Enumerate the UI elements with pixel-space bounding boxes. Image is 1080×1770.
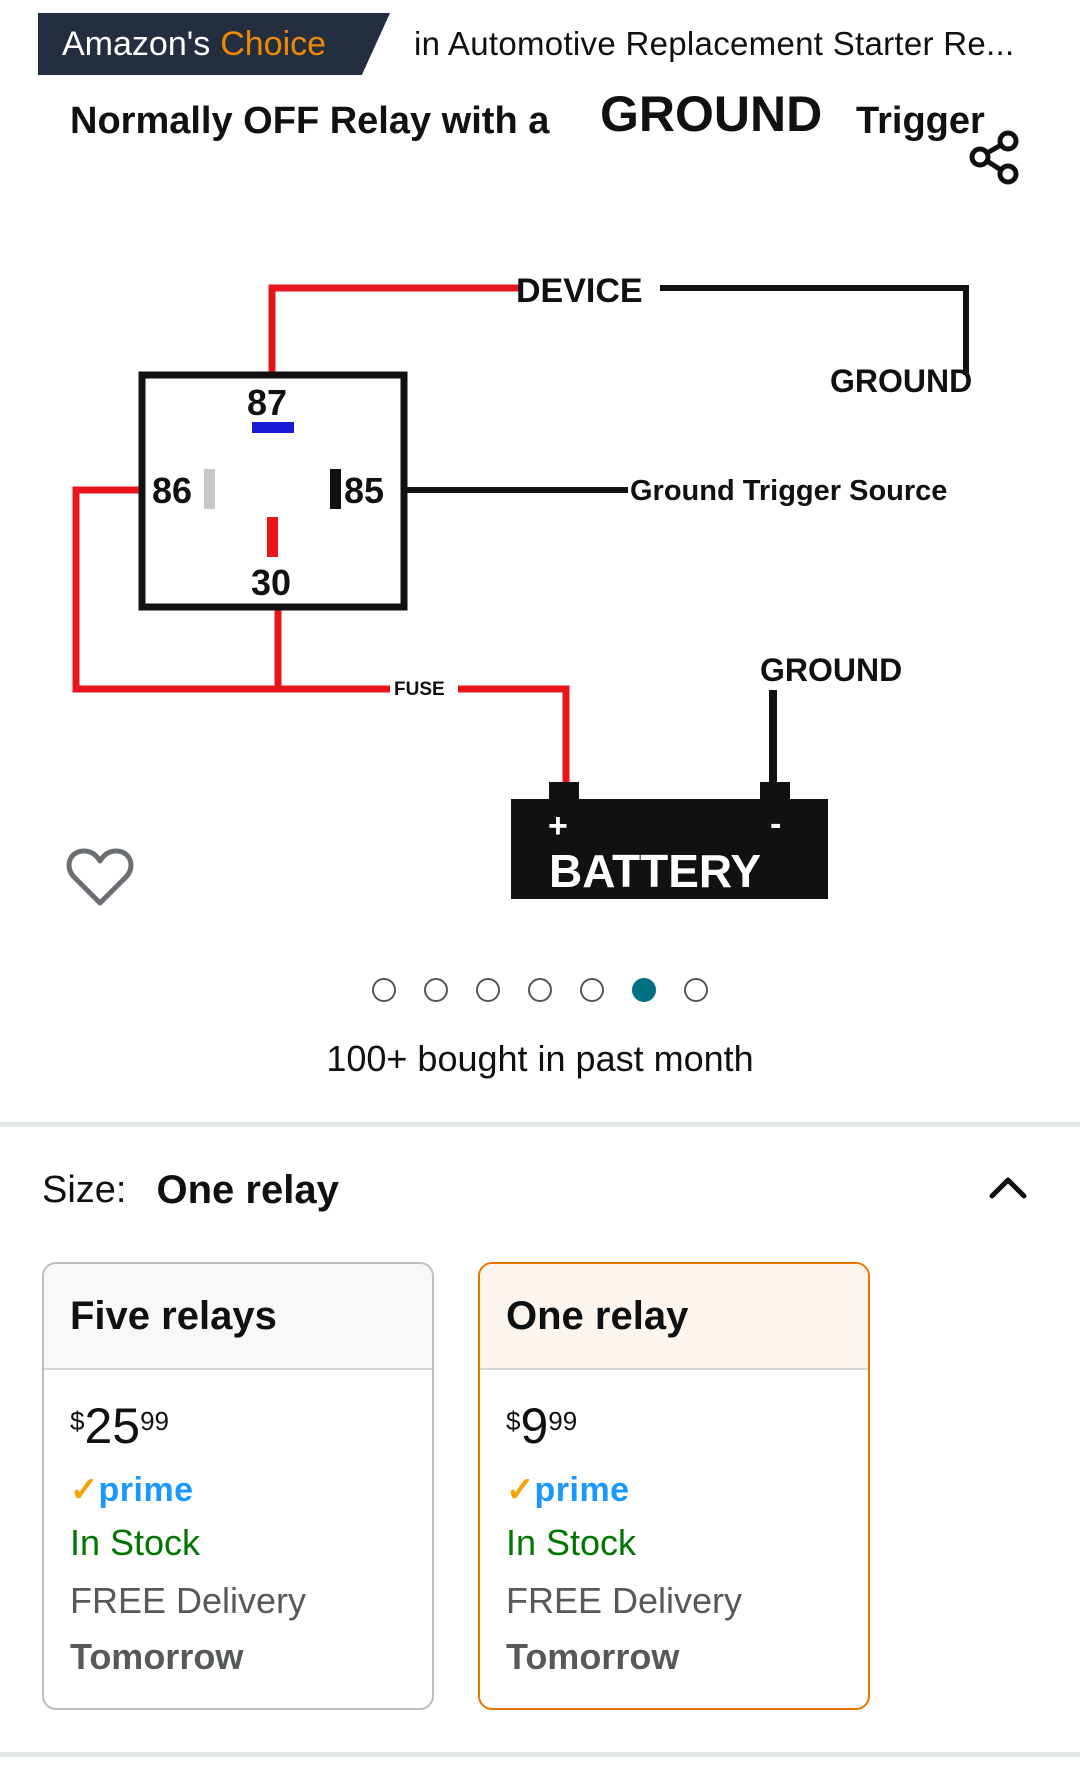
battery-minus-post [760, 782, 790, 800]
product-image[interactable]: Normally OFF Relay with a GROUND Trigger… [0, 85, 1080, 965]
wire-87-to-device [268, 284, 520, 382]
badge-category-link[interactable]: in Automotive Replacement Starter Re... [414, 25, 1015, 62]
relay-box [138, 371, 408, 611]
section-divider [0, 1122, 1080, 1127]
image-carousel-dots [0, 978, 1080, 1002]
heart-icon[interactable] [66, 845, 134, 909]
ground-label-top: GROUND [830, 363, 972, 399]
delivery-text: FREE Delivery [506, 1580, 743, 1621]
amazons-choice-row: Amazon's Choice in Automotive Replacemen… [38, 13, 1048, 75]
carousel-dot[interactable] [528, 978, 552, 1002]
size-option-one-relay[interactable]: One relay $ 9 99 ✓ prime In Stock FREE D… [478, 1262, 870, 1710]
fuse-label: FUSE [394, 679, 445, 700]
pin-85-marker [330, 469, 341, 509]
badge-label-accent: Choice [220, 24, 327, 63]
relay-wiring-diagram: Normally OFF Relay with a GROUND Trigger… [70, 86, 985, 899]
pin-86: 86 [152, 470, 192, 511]
size-label: Size: [42, 1168, 127, 1211]
pin-30: 30 [251, 562, 291, 603]
wire-device-ground [660, 285, 969, 375]
badge-label-main: Amazon's [62, 24, 211, 63]
prime-logo: ✓ prime [506, 1470, 842, 1510]
option-price: $ 9 99 [506, 1400, 842, 1458]
share-icon[interactable] [962, 125, 1026, 189]
ground-trigger-source-label: Ground Trigger Source [630, 475, 947, 507]
price-currency: $ [70, 1406, 85, 1436]
stock-status: In Stock [506, 1522, 637, 1563]
amazons-choice-badge[interactable]: Amazon's Choice [38, 13, 390, 75]
carousel-dot[interactable] [424, 978, 448, 1002]
device-label: DEVICE [516, 272, 643, 310]
pin-86-marker [204, 469, 215, 509]
delivery-day: Tomorrow [70, 1636, 244, 1677]
battery-plus-post [549, 782, 579, 800]
price-whole: 25 [84, 1398, 141, 1454]
option-price: $ 25 99 [70, 1400, 406, 1458]
battery-minus: - [770, 805, 781, 843]
pin-87-marker [252, 422, 294, 433]
carousel-dot[interactable] [372, 978, 396, 1002]
battery-label: BATTERY [549, 845, 761, 897]
price-currency: $ [506, 1406, 521, 1436]
prime-word: prime [534, 1470, 630, 1509]
diagram-title-part2: GROUND [600, 86, 822, 142]
bought-past-month: 100+ bought in past month [326, 1038, 754, 1079]
prime-word: prime [98, 1470, 194, 1509]
wire-86-loop [72, 486, 570, 785]
price-fraction: 99 [140, 1406, 170, 1436]
size-selected-value: One relay [156, 1167, 339, 1212]
option-name: One relay [480, 1264, 868, 1370]
pin-30-marker [267, 517, 278, 557]
battery-body [511, 799, 828, 899]
carousel-dot[interactable] [476, 978, 500, 1002]
section-divider-bottom [0, 1752, 1080, 1757]
carousel-dot[interactable] [580, 978, 604, 1002]
chevron-up-icon[interactable] [984, 1164, 1032, 1212]
carousel-dot[interactable] [632, 978, 656, 1002]
prime-logo: ✓ prime [70, 1470, 406, 1510]
size-option-five-relays[interactable]: Five relays $ 25 99 ✓ prime In Stock FRE… [42, 1262, 434, 1710]
diagram-title-part1: Normally OFF Relay with a [70, 100, 550, 142]
ground-label-battery: GROUND [760, 652, 902, 688]
price-whole: 9 [520, 1398, 549, 1454]
prime-check-icon: ✓ [506, 1471, 535, 1509]
delivery-day: Tomorrow [506, 1636, 680, 1677]
option-name: Five relays [44, 1264, 432, 1370]
pin-85: 85 [344, 470, 384, 511]
battery-plus: + [548, 807, 568, 845]
diagram-title-part3: Trigger [856, 100, 985, 142]
delivery-text: FREE Delivery [70, 1580, 307, 1621]
carousel-dot[interactable] [684, 978, 708, 1002]
prime-check-icon: ✓ [70, 1471, 99, 1509]
stock-status: In Stock [70, 1522, 201, 1563]
size-selector-header[interactable]: Size: One relay [42, 1164, 1032, 1216]
pin-87: 87 [247, 382, 287, 423]
price-fraction: 99 [548, 1406, 578, 1436]
